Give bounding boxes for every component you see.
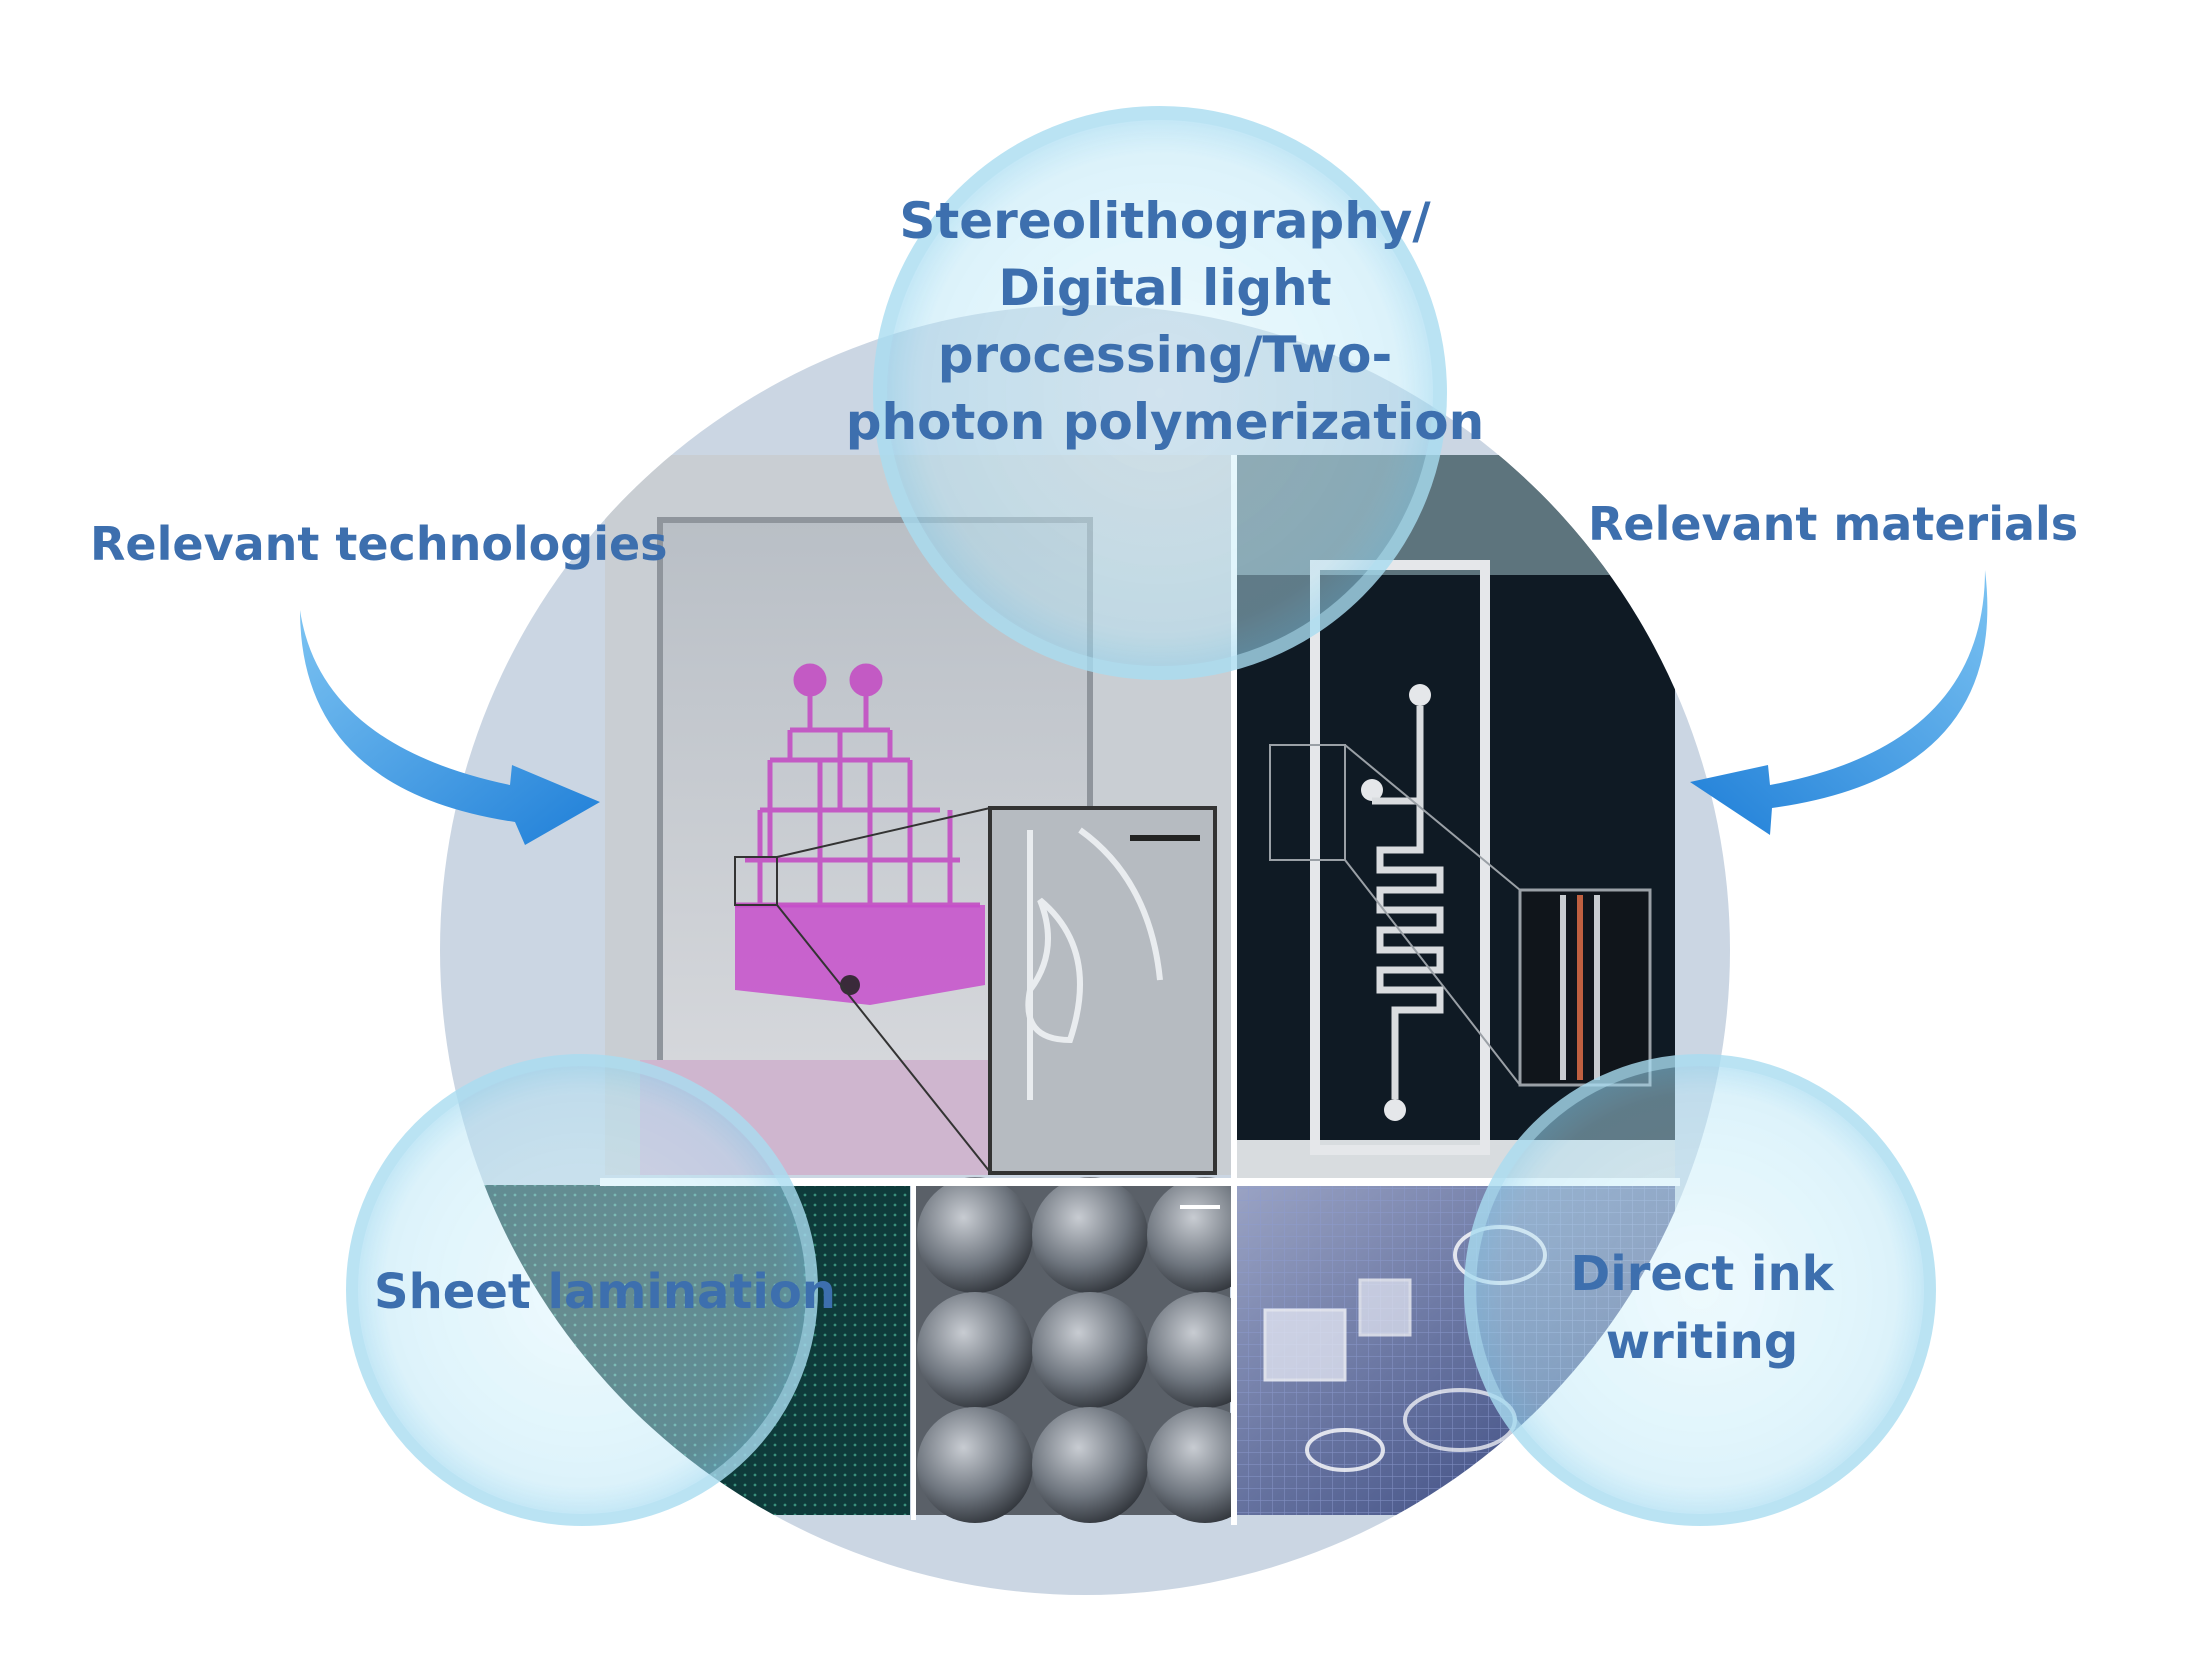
relevant-technologies-label: Relevant technologies (90, 517, 668, 571)
zoom-inset-left (988, 806, 1217, 1175)
bubble-sheet-lamination (346, 1054, 818, 1526)
stereolithography-line2: Digital light (998, 259, 1331, 317)
channel-network (735, 663, 980, 908)
zoom-inset-right (1518, 888, 1652, 1087)
zoom-box-left (734, 856, 778, 906)
arrow-materials (1690, 570, 1988, 835)
sheet-lamination-label: Sheet lamination (374, 1264, 836, 1320)
bubble-direct-ink-writing (1464, 1054, 1936, 1526)
relevant-materials-label: Relevant materials (1588, 497, 2078, 551)
bubble-stereolithography (873, 106, 1447, 680)
zoom-box-right (1269, 744, 1346, 861)
mixing-chamber (735, 905, 985, 1005)
direct-ink-writing-line2: writing (1606, 1314, 1798, 1370)
stereolithography-line3: processing/Two- (938, 326, 1393, 384)
direct-ink-writing-line1: Direct ink (1570, 1246, 1834, 1302)
stereolithography-line4: photon polymerization (846, 393, 1485, 451)
chip-photo (605, 455, 1235, 1175)
stereolithography-line1: Stereolithography/ (899, 192, 1431, 250)
arrow-technologies (300, 610, 600, 845)
sem-domes-photo (915, 1177, 1263, 1523)
